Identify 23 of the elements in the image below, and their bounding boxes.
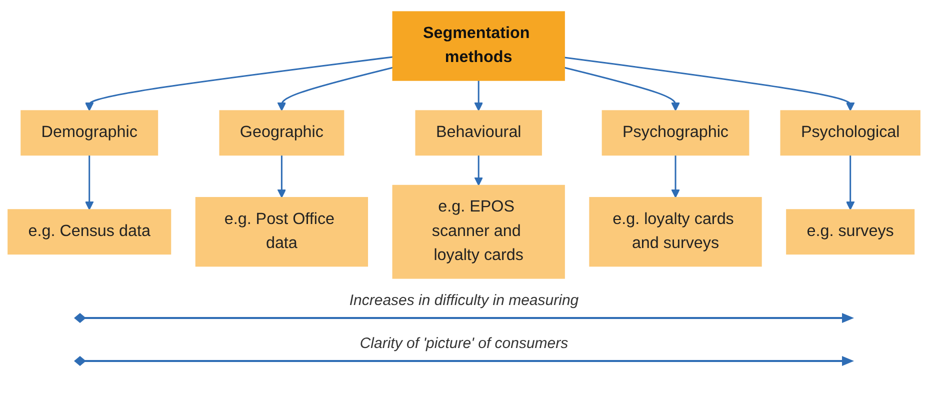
node-box: e.g. loyalty cards and surveys	[589, 197, 762, 267]
node-box: Geographic	[219, 110, 344, 156]
arrow	[564, 66, 680, 112]
arrow	[277, 66, 393, 112]
node-box: Demographic	[20, 110, 158, 156]
node-box: Psychographic	[602, 110, 750, 156]
arrow	[474, 80, 484, 112]
arrow	[846, 155, 855, 210]
arrow	[277, 155, 286, 198]
arrow-caption: Increases in difficulty in measuring	[349, 292, 579, 309]
node-box: e.g. surveys	[786, 209, 915, 255]
node-box: Psychological	[780, 110, 920, 156]
node-box: e.g. Post Office data	[195, 197, 368, 267]
node-box: e.g. EPOS scanner and loyalty cards	[392, 184, 565, 279]
arrow	[564, 56, 855, 112]
arrow-caption: Clarity of 'picture' of consumers	[360, 335, 568, 352]
arrow	[84, 56, 393, 112]
node-box: Segmentation methods	[392, 11, 565, 81]
arrow	[474, 155, 484, 186]
arrow	[671, 155, 680, 198]
node-box: e.g. Census data	[8, 209, 172, 255]
arrow	[84, 155, 94, 210]
node-box: Behavioural	[415, 110, 542, 156]
